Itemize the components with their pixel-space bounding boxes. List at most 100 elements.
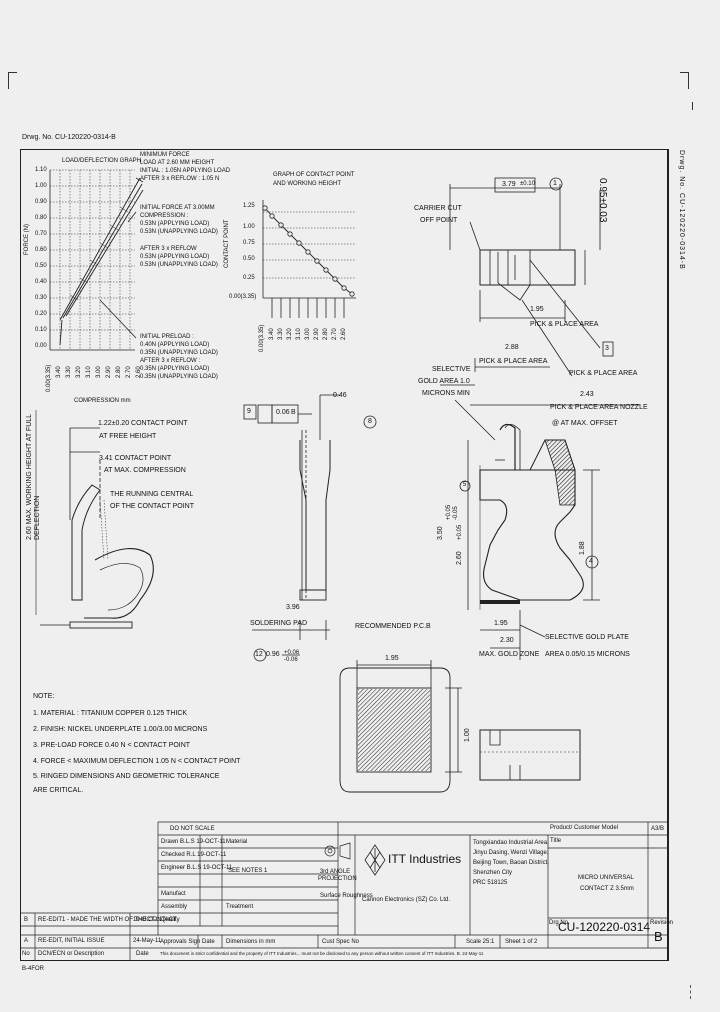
x-tick: 0.00(3.35) <box>259 324 265 352</box>
y-tick: 0.60 <box>35 247 47 253</box>
callout-circle-4: 4 <box>589 558 593 565</box>
selective-gold-1: SELECTIVE <box>432 366 471 373</box>
notes-title: NOTE: <box>33 693 55 700</box>
y-tick: 0.50 <box>35 263 47 269</box>
max-gold-zone-label: MAX. GOLD ZONE <box>479 651 540 658</box>
revision-value: B <box>654 929 663 944</box>
corner-mark-tr2 <box>692 102 695 110</box>
y-tick: 0.80 <box>35 215 47 221</box>
callout-circle-5: 5 <box>463 482 467 488</box>
note-line: COMPRESSION : <box>140 213 189 219</box>
material-label: Material <box>226 839 248 845</box>
revision-label: Revision <box>650 920 674 926</box>
x-tick: 3.30 <box>66 366 72 378</box>
carrier-cut-label-1: CARRIER CUT <box>414 205 462 212</box>
dim-350-tol: +0.05 -0.05 <box>446 504 459 520</box>
nozzle-label-1: PICK & PLACE AREA NOZZLE <box>550 404 648 411</box>
dim-195-top: 1.95 <box>530 306 544 313</box>
y-tick: 0.00(3.35) <box>229 294 257 300</box>
address-line: Beijing Town, Baoan District, <box>473 860 549 866</box>
dim-243: 2.43 <box>580 391 594 398</box>
note-line: 0.53N (APPLYING LOAD) <box>140 254 210 260</box>
rev-row-date: 24-May-11 <box>133 938 162 944</box>
callout-circle-1: 1 <box>553 180 557 187</box>
pcb-dim-width: 1.95 <box>385 655 399 662</box>
dim-260: 2.60 <box>456 551 463 565</box>
right-border-divider <box>668 149 669 961</box>
dim-contact-point-max: 3.41 CONTACT POINT <box>99 455 172 462</box>
note-line: LOAD AT 2.60 MM HEIGHT <box>140 160 215 166</box>
quality-row: Quality <box>161 917 180 923</box>
date-label: Date <box>202 939 215 945</box>
corner-mark-br <box>690 985 692 999</box>
max-working-height-dim: 2.60 MAX. WORKING HEIGHT AT FULL DEFLECT… <box>26 414 41 540</box>
selective-gold-2: GOLD AREA 1.0 <box>418 378 470 385</box>
x-tick: 2.90 <box>106 366 112 378</box>
callout-circle-12: 12 <box>255 651 263 658</box>
sheet-label: Sheet 1 of 2 <box>505 939 538 945</box>
soldering-pad-dim: 3.96 <box>286 604 300 611</box>
x-tick: 3.20 <box>76 366 82 378</box>
drg-label: Drg No. <box>549 920 570 926</box>
dim-contact-point-free: 1.22±0.20 CONTACT POINT <box>98 420 188 427</box>
title-value-2: CONTACT Z 3.5mm <box>580 886 634 892</box>
callout-circle-8: 8 <box>368 418 372 425</box>
contact-graph-ylabel: CONTACT POINT <box>224 219 230 268</box>
approvals-label: Approvals Sign <box>160 939 201 945</box>
note-line: INITIAL PRELOAD : <box>140 334 194 340</box>
rev-row-date: Date <box>136 951 149 957</box>
pcb-dim-height: 1.00 <box>464 728 471 742</box>
x-tick: 2.70 <box>332 328 338 340</box>
at-free-height-label: AT FREE HEIGHT <box>99 433 157 440</box>
note-item: 4. FORCE < MAXIMUM DEFLECTION 1.05 N < C… <box>33 758 241 765</box>
dimensions-label: Dimensions in mm <box>226 939 276 945</box>
treatment-label: Treatment <box>226 904 254 910</box>
rev-row-rev: B <box>24 917 29 923</box>
dim-230: 2.30 <box>500 637 514 644</box>
rev-row-text: DCN/ECN or Description <box>38 951 105 957</box>
load-graph-xlabel: COMPRESSION mm <box>74 398 131 404</box>
pick-place-area-1: PICK & PLACE AREA <box>530 321 599 328</box>
note-item: 5. RINGED DIMENSIONS AND GEOMETRIC TOLER… <box>33 773 220 780</box>
dim-195-bottom: 1.95 <box>494 620 508 627</box>
manufact-row: Manufact <box>161 891 186 897</box>
side-dim-095: 0.95±0.03 <box>597 178 608 223</box>
x-tick: 2.80 <box>116 366 122 378</box>
y-tick: 0.20 <box>35 311 47 317</box>
dim-006: 0.06 <box>276 409 290 416</box>
nozzle-label-2: @ AT MAX. OFFSET <box>552 420 618 427</box>
dim-046: 0.46 <box>333 392 347 399</box>
pick-place-area-3: PICK & PLACE AREA <box>569 370 638 377</box>
note-line: INITIAL : 1.05N APPLYING LOAD <box>140 168 231 174</box>
address-line: Shenzhen City <box>473 870 513 876</box>
do-not-scale: DO NOT SCALE <box>170 826 215 832</box>
dim-379-tol: ±0.10 <box>520 181 535 187</box>
sheet-size: A3/B <box>651 826 665 832</box>
rev-row-text: RE-EDIT, INITIAL ISSUE <box>38 938 105 944</box>
title-label: Title <box>550 838 562 844</box>
dim-260-tol: +0.05 <box>457 524 463 540</box>
note-line: 0.35N (UNAPPLYING LOAD) <box>140 350 218 356</box>
y-tick: 0.70 <box>35 231 47 237</box>
note-line: 0.53N (UNAPPLYING LOAD) <box>140 229 218 235</box>
y-tick: 0.50 <box>243 256 255 262</box>
note-line: 0.53N (UNAPPLYING LOAD) <box>140 262 218 268</box>
y-tick: 1.00 <box>243 224 255 230</box>
y-tick: 1.00 <box>35 183 47 189</box>
y-tick: 0.10 <box>35 327 47 333</box>
y-tick: 1.10 <box>35 167 47 173</box>
load-graph-ylabel: FORCE (N) <box>24 224 30 255</box>
checked-row: Checked R.L 19-OCT-11 <box>161 852 227 858</box>
y-tick: 0.25 <box>243 275 255 281</box>
x-tick: 3.40 <box>269 328 275 340</box>
dim-288: 2.88 <box>505 344 519 351</box>
rev-row-rev: No <box>22 951 30 957</box>
disclaimer: This document is strict confidential and… <box>160 951 484 956</box>
engineer-row: Engineer B.L.S 19-OCT-11 <box>161 865 233 871</box>
corner-mark-tr <box>680 72 689 89</box>
surface-roughness-label: Surface Roughness <box>320 893 373 899</box>
rev-row-date: 19-OCT-11 <box>133 917 163 923</box>
x-tick: 3.30 <box>278 328 284 340</box>
note-line: AFTER 3 x REFLOW : <box>140 358 201 364</box>
